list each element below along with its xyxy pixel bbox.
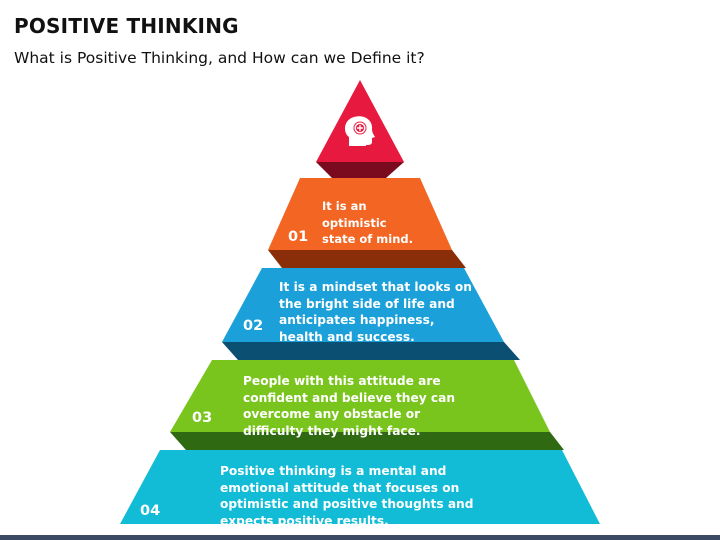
tier-03-band: [170, 360, 550, 432]
head-with-brain-icon: [344, 116, 375, 146]
tier-02-band: [222, 268, 504, 342]
footer-bar: [0, 535, 720, 540]
page-title: POSITIVE THINKING: [14, 14, 239, 38]
tier-04-band: [120, 450, 600, 524]
tier-02-number: 02: [243, 318, 264, 334]
apex-shadow: [316, 162, 404, 178]
tier-01-number: 01: [288, 229, 309, 245]
tier-01-band: [268, 178, 452, 250]
tier-04-text: Positive thinking is a mental and emotio…: [220, 464, 474, 528]
tier-03-text: People with this attitude are confident …: [243, 374, 456, 438]
tier-03-number: 03: [192, 410, 213, 426]
tier-03-shadow: [170, 432, 564, 450]
tier-04-number: 04: [140, 503, 161, 519]
tier-02-shadow: [222, 342, 520, 360]
tier-01-text: It is an optimistic state of mind.: [322, 199, 414, 246]
tier-01-shadow: [268, 250, 466, 268]
tier-02-text: It is a mindset that looks on the bright…: [279, 280, 472, 344]
page-subtitle: What is Positive Thinking, and How can w…: [14, 49, 425, 67]
